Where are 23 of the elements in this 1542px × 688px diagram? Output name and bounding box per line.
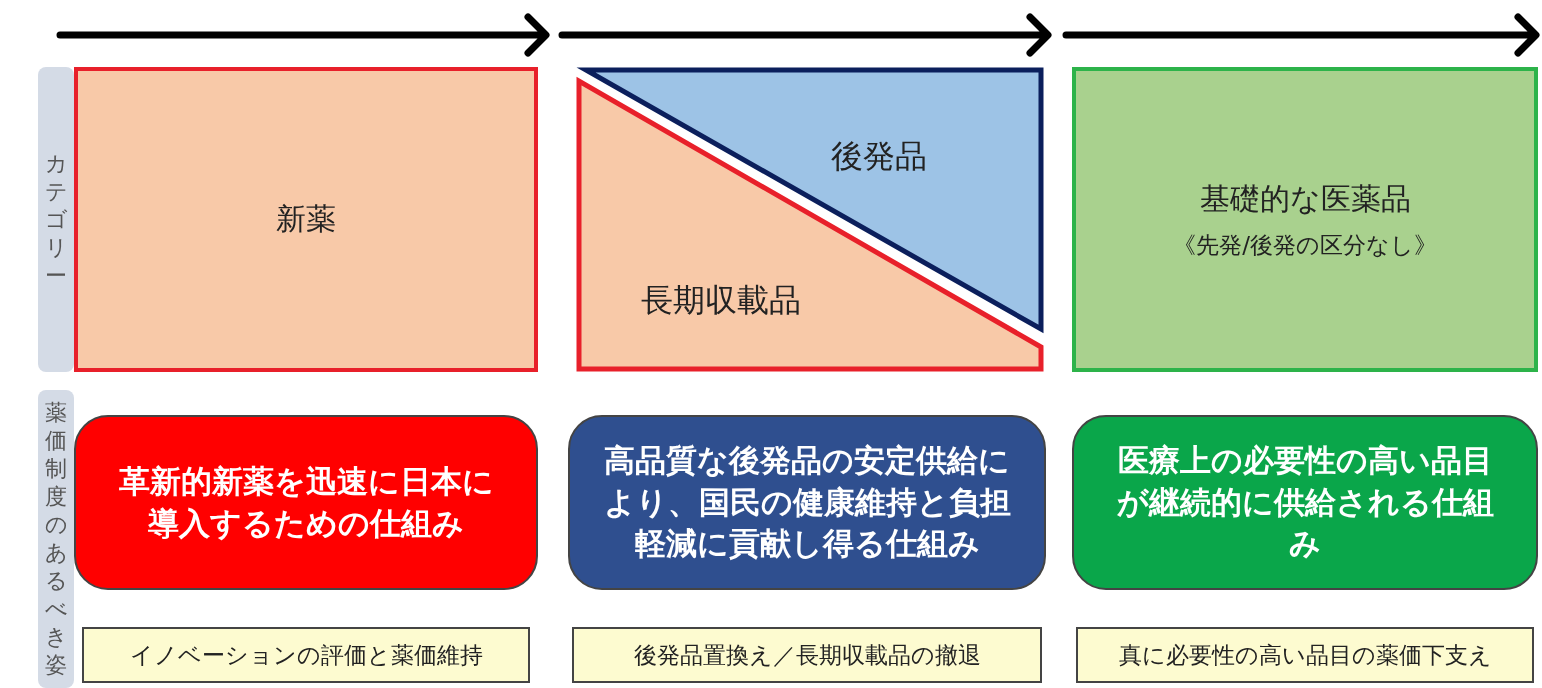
category-box bbox=[1072, 67, 1538, 372]
goal-text: 高品質な後発品の安定供給により、国民の健康維持と負担軽減に貢献し得る仕組み bbox=[602, 440, 1012, 564]
goal-box bbox=[74, 415, 538, 590]
goal-box bbox=[568, 415, 1046, 590]
side-header: カテゴリー bbox=[45, 149, 67, 290]
category-label: 基礎的な医薬品 bbox=[1199, 179, 1411, 218]
category-label: 《先発/後発の区分なし》 bbox=[1173, 230, 1437, 260]
side-header-band bbox=[38, 390, 74, 688]
measure-text: イノベーションの評価と薬価維持 bbox=[129, 640, 483, 670]
side-header-band bbox=[38, 67, 74, 372]
category-box bbox=[74, 67, 538, 372]
goal-text: 革新的新薬を迅速に日本に導入するための仕組み bbox=[117, 461, 495, 543]
goal-text: 医療上の必要性の高い品目が継続的に供給される仕組み bbox=[1115, 440, 1495, 564]
measure-box bbox=[572, 627, 1042, 683]
category-label: 新薬 bbox=[276, 200, 336, 238]
category-label: 後発品 bbox=[831, 136, 927, 177]
category-label: 長期収載品 bbox=[641, 280, 801, 321]
goal-box bbox=[1072, 415, 1538, 590]
side-header: 薬価制度のあるべき姿 bbox=[45, 399, 67, 679]
measure-box bbox=[82, 627, 530, 683]
measure-box bbox=[1076, 627, 1534, 683]
measure-text: 後発品置換え／長期収載品の撤退 bbox=[633, 640, 981, 670]
measure-text: 真に必要性の高い品目の薬価下支え bbox=[1118, 640, 1492, 670]
